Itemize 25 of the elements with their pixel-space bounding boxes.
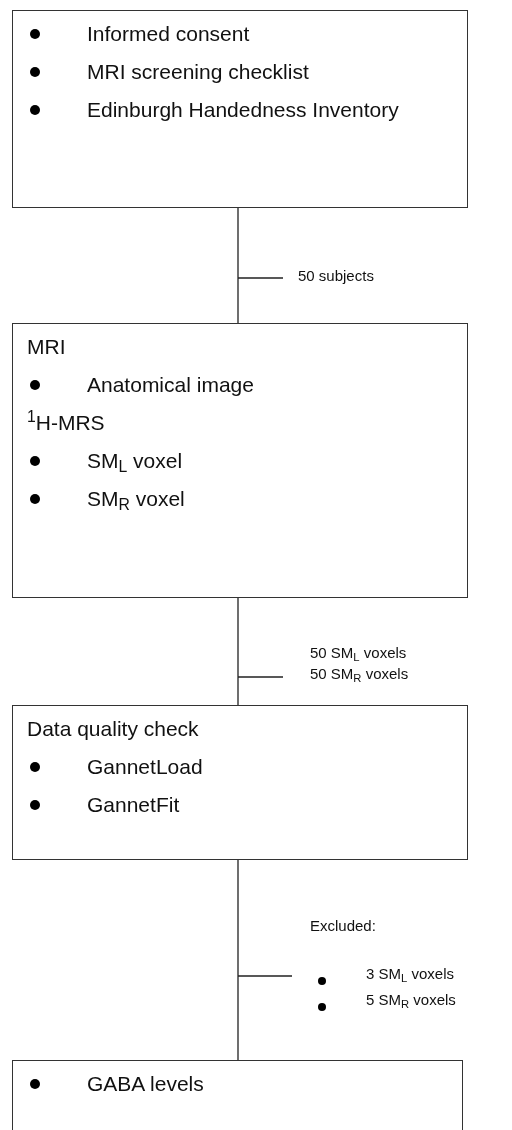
edge-label: 50 subjects (298, 267, 374, 284)
edge-label: Excluded: (310, 917, 376, 934)
list-item: GABA levels (87, 1071, 205, 1097)
connector-line (237, 859, 293, 1061)
section-heading: Data quality check (27, 716, 200, 742)
connector-line (237, 597, 284, 706)
list-item: Edinburgh Handedness Inventory (87, 97, 400, 123)
process-box (12, 323, 468, 598)
list-item: SM$_{L}$ voxel (87, 448, 184, 474)
section-heading: MRI (27, 334, 67, 360)
section-heading: $^{1}$H-MRS (27, 410, 106, 436)
list-item: Anatomical image (87, 372, 255, 398)
process-box (12, 10, 468, 208)
list-item: GannetFit (87, 792, 181, 818)
note-text: 5 SM$_{R}$ voxels (366, 990, 456, 1010)
list-item: GannetLoad (87, 754, 204, 780)
note-text: 50 SM$_{R}$ voxels (310, 664, 409, 684)
list-item: SM$_{R}$ voxel (87, 486, 186, 512)
list-item: Informed consent (87, 21, 251, 47)
list-item: MRI screening checklist (87, 59, 310, 85)
edge-label: 50 SM$_{L}$ voxels (310, 644, 407, 661)
connector-line (237, 207, 284, 324)
process-box (12, 1060, 463, 1130)
process-box (12, 705, 468, 860)
note-text: 3 SM$_{L}$ voxels (366, 964, 454, 984)
